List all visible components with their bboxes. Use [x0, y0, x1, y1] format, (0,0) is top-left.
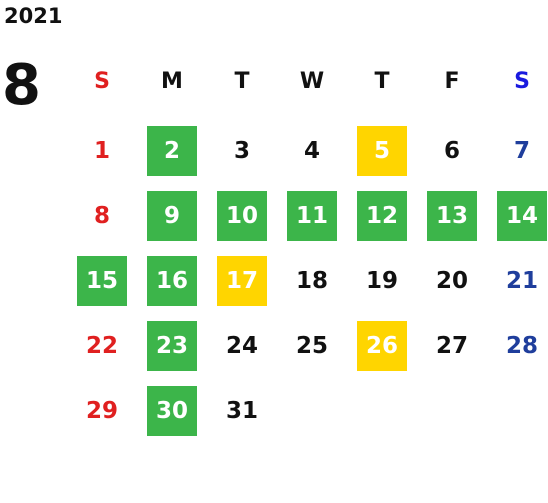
- day-cell[interactable]: 14: [497, 191, 547, 241]
- day-cell[interactable]: 31: [225, 398, 258, 424]
- day-cell[interactable]: 8: [93, 203, 110, 229]
- day-cell[interactable]: 6: [443, 138, 460, 164]
- day-cell[interactable]: 3: [233, 138, 250, 164]
- day-cell[interactable]: 18: [295, 268, 328, 294]
- month-label: 8: [2, 53, 41, 118]
- day-cell[interactable]: 10: [217, 191, 267, 241]
- day-cell[interactable]: 15: [77, 256, 127, 306]
- day-cell[interactable]: 9: [147, 191, 197, 241]
- day-cell[interactable]: 2: [147, 126, 197, 176]
- weekday-header: S: [514, 68, 530, 94]
- day-cell[interactable]: 11: [287, 191, 337, 241]
- weekday-header: S: [94, 68, 110, 94]
- weekday-header: T: [374, 68, 390, 94]
- day-cell[interactable]: 1: [93, 138, 110, 164]
- day-cell[interactable]: 12: [357, 191, 407, 241]
- weekday-header: F: [444, 68, 460, 94]
- day-cell[interactable]: 21: [505, 268, 538, 294]
- day-cell[interactable]: 24: [225, 333, 258, 359]
- day-cell[interactable]: 7: [513, 138, 530, 164]
- year-label: 2021: [4, 4, 63, 28]
- day-cell[interactable]: 4: [303, 138, 320, 164]
- day-cell[interactable]: 19: [365, 268, 398, 294]
- day-cell[interactable]: 22: [85, 333, 118, 359]
- day-cell[interactable]: 26: [357, 321, 407, 371]
- day-cell[interactable]: 28: [505, 333, 538, 359]
- day-cell[interactable]: 17: [217, 256, 267, 306]
- day-cell[interactable]: 13: [427, 191, 477, 241]
- day-cell[interactable]: 27: [435, 333, 468, 359]
- weekday-header: T: [234, 68, 250, 94]
- day-cell[interactable]: 25: [295, 333, 328, 359]
- day-cell[interactable]: 20: [435, 268, 468, 294]
- weekday-header: M: [161, 68, 183, 94]
- weekday-header: W: [299, 68, 325, 94]
- day-cell[interactable]: 16: [147, 256, 197, 306]
- day-cell[interactable]: 30: [147, 386, 197, 436]
- day-cell[interactable]: 5: [357, 126, 407, 176]
- day-cell[interactable]: 23: [147, 321, 197, 371]
- day-cell[interactable]: 29: [85, 398, 118, 424]
